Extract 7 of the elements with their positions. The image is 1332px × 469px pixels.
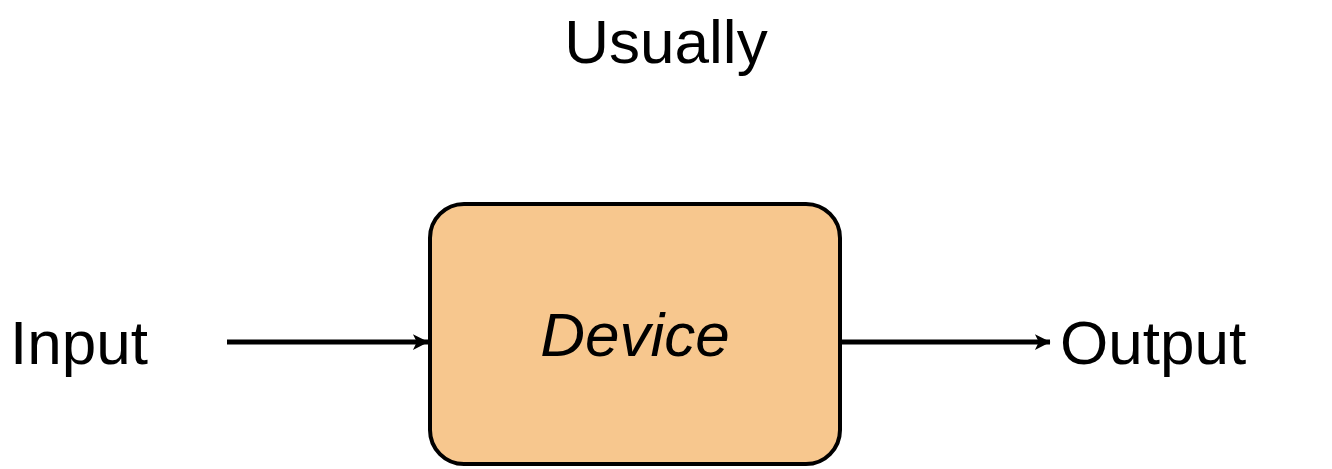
process-box — [428, 202, 842, 466]
box-label: Device — [540, 298, 730, 370]
arrow — [842, 334, 1051, 350]
input-label: Input — [10, 300, 205, 384]
arrow — [227, 334, 429, 350]
diagram-title: Usually — [563, 6, 769, 77]
output-label: Output — [1060, 300, 1328, 384]
